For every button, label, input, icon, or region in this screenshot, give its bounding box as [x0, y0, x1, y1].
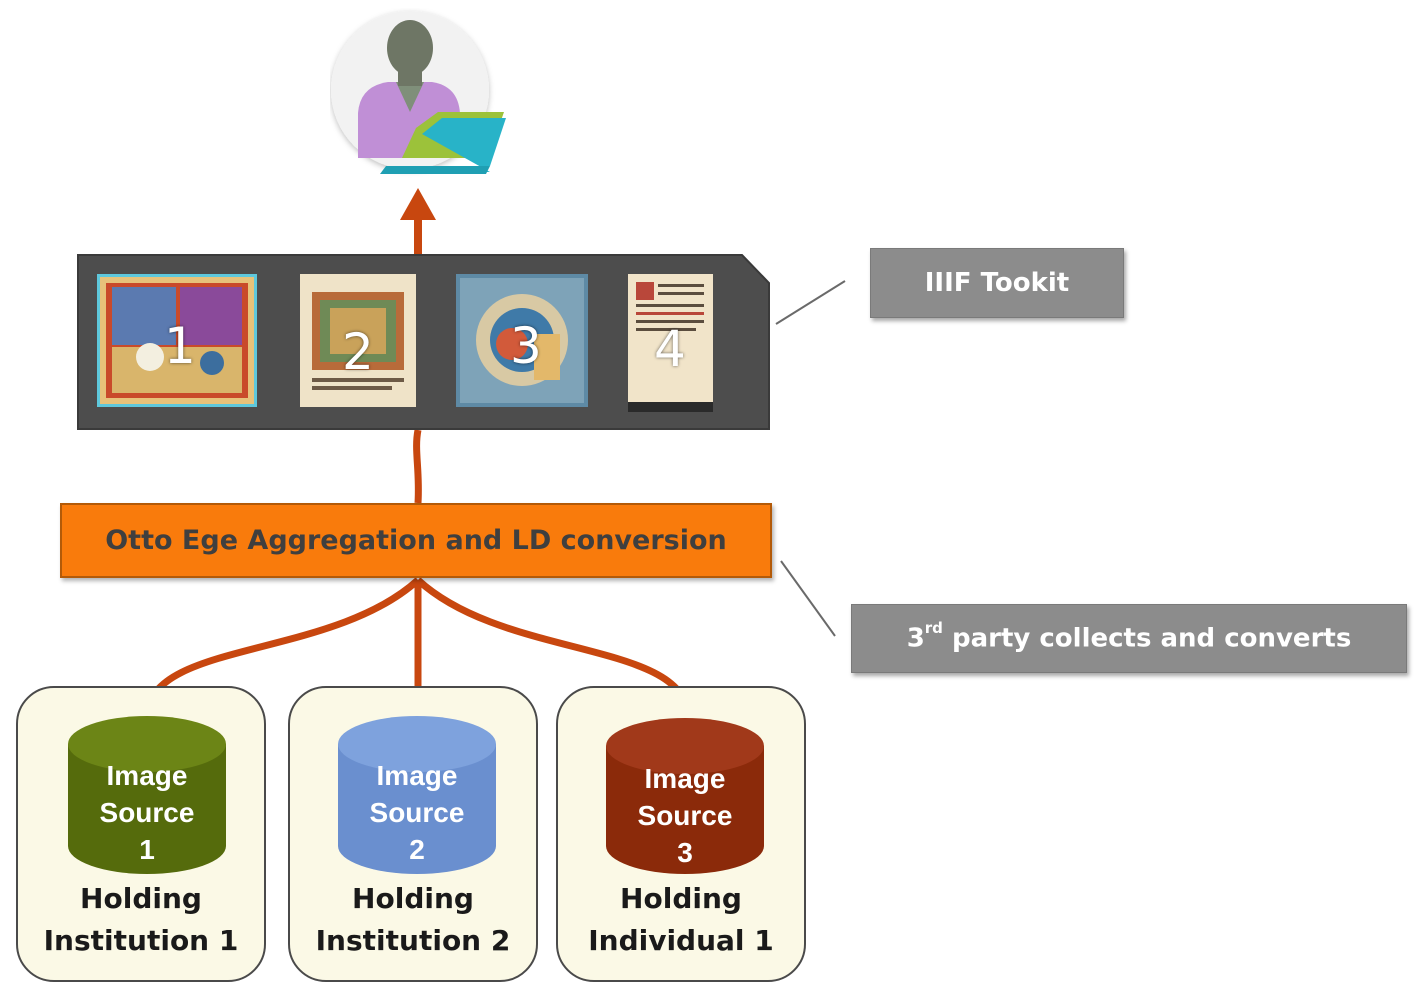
- manuscript-tile-4[interactable]: [628, 274, 713, 412]
- holder-label-2: Holding Institution 2: [315, 882, 511, 957]
- tile-number-2: 2: [342, 323, 374, 381]
- holder-label-3: Holding Individual 1: [588, 882, 774, 957]
- manuscript-tile-2[interactable]: [300, 274, 416, 407]
- callout-line-thirdparty: [780, 560, 836, 637]
- thirdparty-label-text: 3rd party collects and converts: [906, 619, 1352, 654]
- database-icon-1: [68, 716, 226, 874]
- manuscript-tile-1[interactable]: [97, 274, 257, 407]
- connector-aggregation-viewer: [413, 429, 422, 504]
- source-label-3: Image Source 3: [637, 763, 733, 868]
- toolkit-label-text: IIIF Tookit: [924, 268, 1070, 298]
- arrowhead-icon: [400, 188, 436, 220]
- thirdparty-label: 3rd party collects and converts: [851, 604, 1407, 673]
- database-icon-3: [606, 718, 764, 874]
- holder-label-1: Holding Institution 1: [43, 882, 239, 957]
- user-with-laptop-icon: [330, 8, 510, 178]
- source-label-1: Image Source 1: [99, 760, 195, 865]
- database-icon-2: [338, 716, 496, 874]
- tile-number-1: 1: [164, 317, 196, 375]
- aggregation-label: Otto Ege Aggregation and LD conversion: [105, 525, 727, 556]
- manuscript-tile-3[interactable]: [456, 274, 588, 407]
- source-label-2: Image Source 2: [369, 760, 465, 865]
- tile-number-4: 4: [654, 320, 686, 378]
- toolkit-label: IIIF Tookit: [870, 248, 1124, 318]
- aggregation-bar: Otto Ege Aggregation and LD conversion: [60, 503, 772, 578]
- tile-number-3: 3: [510, 317, 542, 375]
- callout-line-toolkit: [775, 280, 846, 325]
